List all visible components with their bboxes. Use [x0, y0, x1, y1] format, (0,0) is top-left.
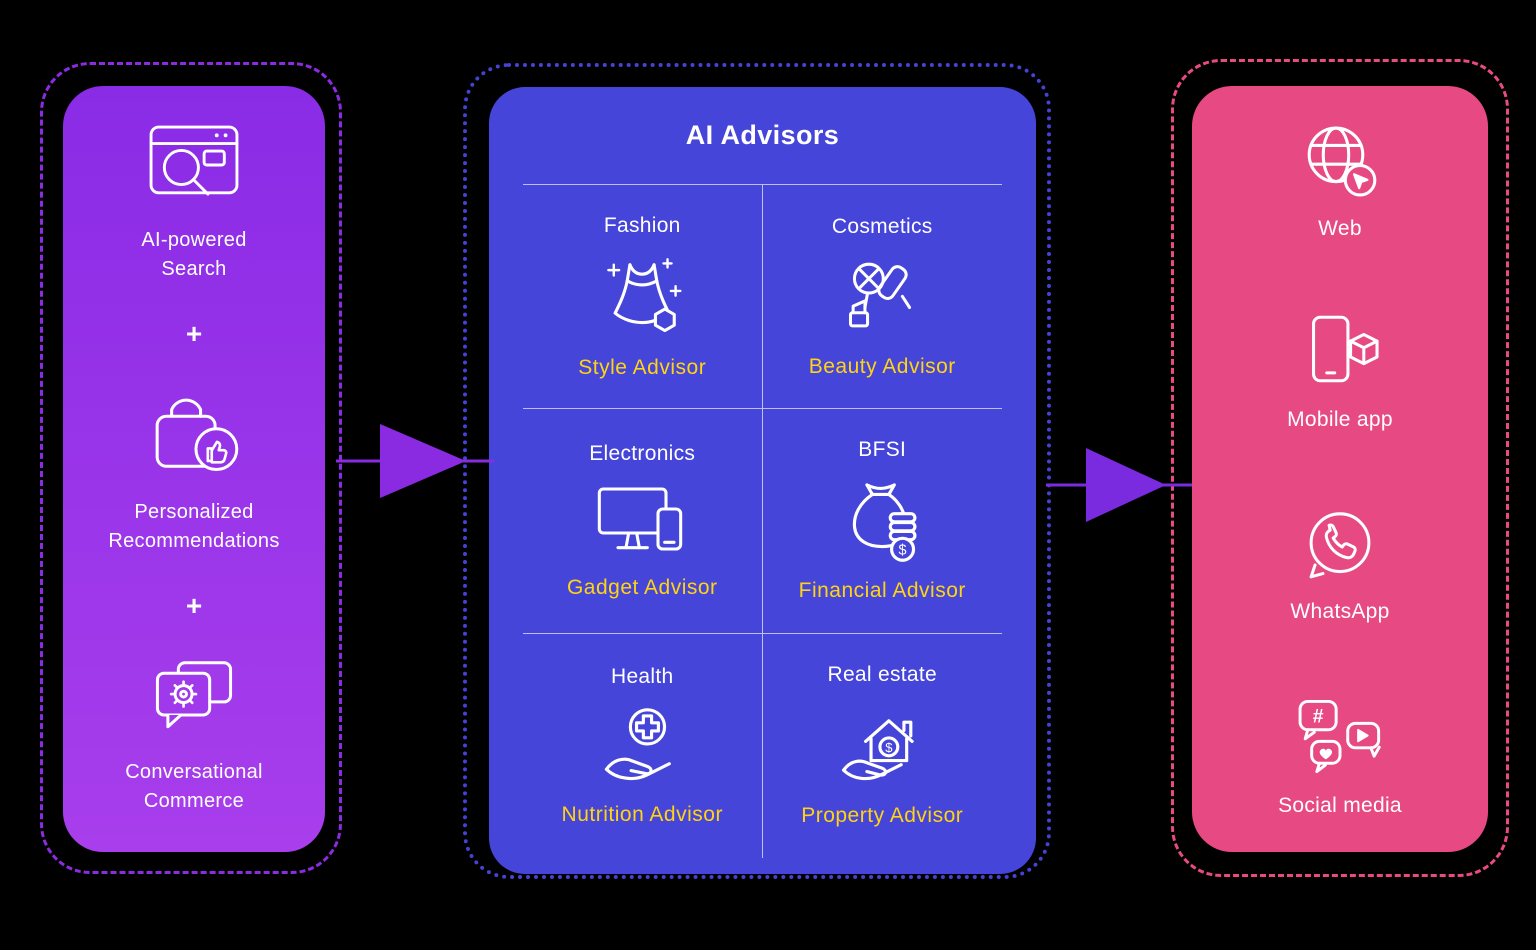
channel-label: Mobile app — [1287, 407, 1393, 431]
panel-title: AI Advisors — [685, 120, 840, 150]
svg-text:$: $ — [899, 543, 907, 559]
ai-advisors-header: AI Advisors — [489, 87, 1036, 184]
advisor-cell-real-estate: Real estate $ Property Advisor — [763, 634, 1003, 858]
channel-label: Web — [1318, 217, 1362, 240]
advisor-cell-cosmetics: Cosmetics Beauty Advisor — [762, 185, 1002, 410]
feature-label: Conversational Commerce — [125, 761, 263, 812]
bfsi-icon: $ — [853, 483, 917, 563]
feature-ai-powered-search: AI-powered Search — [141, 122, 246, 284]
category-label: Health — [610, 664, 674, 688]
advisor-cell-health: Health Nutrition Advisor — [523, 633, 763, 858]
advisor-label: Nutrition Advisor — [561, 802, 723, 826]
electronics-icon — [598, 487, 683, 551]
feature-label: AI-powered Search — [141, 229, 247, 280]
social-media-icon: # — [1298, 699, 1381, 774]
plus-sign: + — [185, 590, 203, 621]
channel-label: Social media — [1278, 793, 1402, 817]
fashion-icon — [607, 257, 682, 332]
category-label: Cosmetics — [831, 214, 933, 238]
capabilities-outline — [40, 62, 342, 874]
web-icon — [1307, 126, 1377, 197]
advisor-cell-bfsi: BFSI $ Financial Advisor — [762, 409, 1002, 634]
advisor-label: Gadget Advisor — [566, 575, 718, 599]
plus-sign: + — [185, 318, 203, 349]
advisor-grid: Fashion Style Advisor — [523, 184, 1002, 858]
cosmetics-icon — [849, 262, 912, 328]
whatsapp-icon — [1309, 512, 1371, 579]
mobile-app-icon — [1312, 315, 1379, 382]
feature-conversational-commerce: Conversational Commerce — [125, 656, 263, 816]
svg-text:#: # — [1313, 707, 1324, 728]
capabilities-panel: AI-powered Search + Personalized Recomme… — [63, 86, 325, 852]
advisor-label: Financial Advisor — [798, 579, 966, 603]
conversational-commerce-icon — [155, 661, 233, 729]
advisor-label: Style Advisor — [578, 355, 707, 379]
advisor-cell-electronics: Electronics Gadget Advisor — [523, 409, 763, 634]
category-label: Fashion — [603, 213, 681, 237]
channels-outline — [1171, 59, 1509, 877]
channel-web: Web — [1297, 120, 1383, 241]
category-label: Real estate — [827, 663, 938, 687]
svg-text:$: $ — [885, 740, 893, 755]
advisor-cell-fashion: Fashion Style Advisor — [523, 185, 763, 410]
ai-search-icon — [149, 125, 239, 196]
channel-mobile-app: Mobile app — [1287, 312, 1393, 432]
real-estate-icon: $ — [842, 719, 914, 781]
category-label: Electronics — [589, 441, 696, 465]
health-icon — [605, 708, 672, 780]
ai-advisors-panel: AI Advisors Fashion — [489, 87, 1036, 874]
channel-social-media: # Social media — [1278, 695, 1402, 818]
feature-personalized-recommendations: Personalized Recommendations — [108, 384, 279, 556]
feature-label: Personalized Recommendations — [108, 501, 280, 552]
recommendations-icon — [155, 398, 239, 472]
channels-panel: Web Mobile app WhatsApp — [1192, 86, 1488, 852]
advisor-label: Beauty Advisor — [808, 354, 956, 378]
channel-whatsapp: WhatsApp — [1290, 502, 1389, 624]
advisor-label: Property Advisor — [801, 804, 964, 828]
category-label: BFSI — [858, 438, 907, 462]
channel-label: WhatsApp — [1290, 600, 1390, 624]
